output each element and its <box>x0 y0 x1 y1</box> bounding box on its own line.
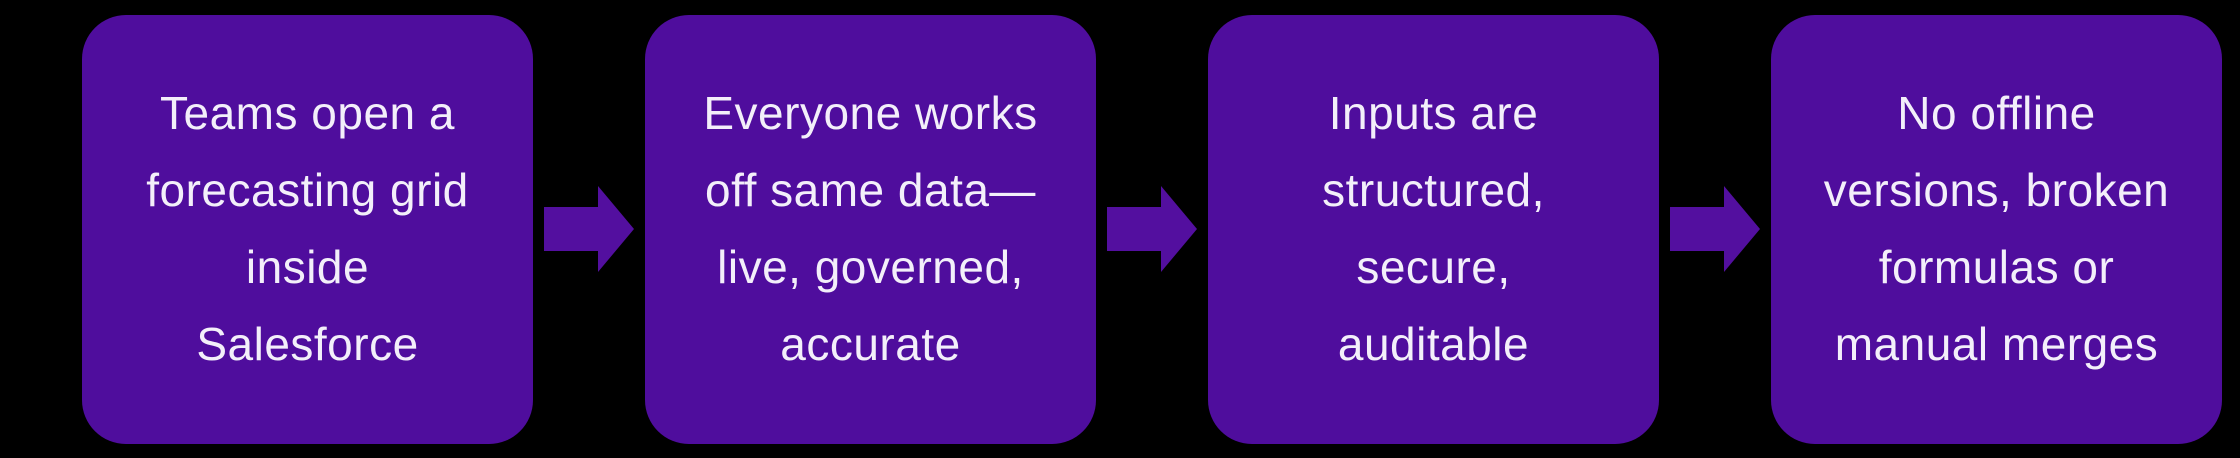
right-arrow-icon <box>1107 186 1197 272</box>
arrow-cell-1 <box>533 186 645 272</box>
step-text-4: No offline versions, broken formulas or … <box>1823 87 2170 370</box>
step-text-1: Teams open a forecasting grid inside Sal… <box>146 87 469 370</box>
right-arrow-icon <box>1670 186 1760 272</box>
step-box-1: Teams open a forecasting grid inside Sal… <box>82 14 533 444</box>
step-text-2: Everyone works off same data— live, gove… <box>703 87 1038 370</box>
step-box-4: No offline versions, broken formulas or … <box>1771 14 2222 444</box>
step-box-3: Inputs are structured, secure, auditable <box>1208 14 1659 444</box>
step-box-2: Everyone works off same data— live, gove… <box>645 14 1096 444</box>
step-text-3: Inputs are structured, secure, auditable <box>1322 87 1545 370</box>
arrow-cell-3 <box>1659 186 1771 272</box>
arrow-cell-2 <box>1096 186 1208 272</box>
right-arrow-icon <box>544 186 634 272</box>
